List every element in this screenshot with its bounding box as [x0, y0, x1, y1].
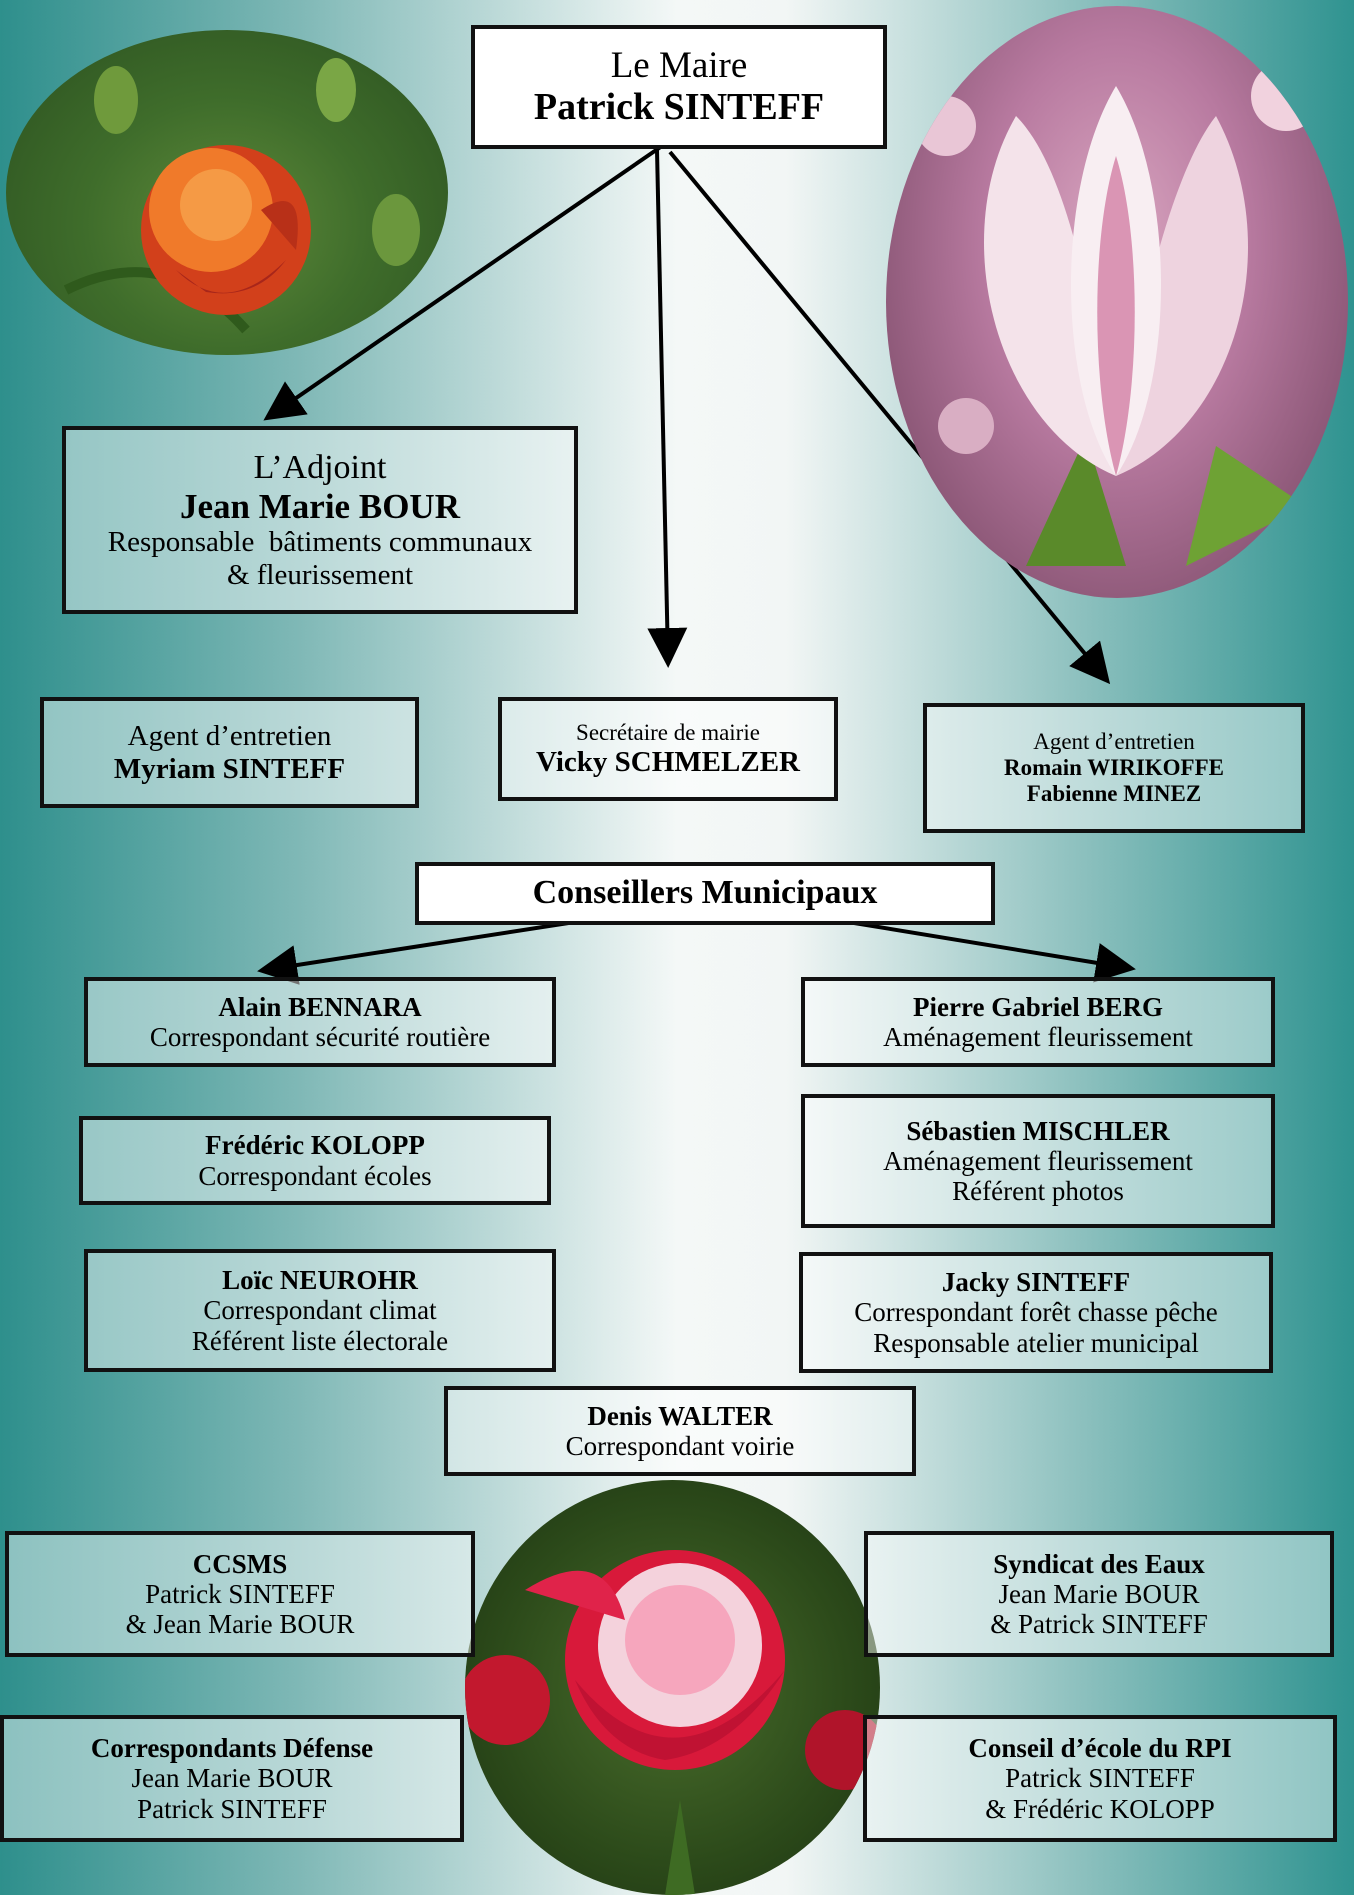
- delegation-defense-title: Correspondants Défense: [90, 1733, 374, 1764]
- red-rose-icon: [465, 1550, 880, 1895]
- councillor-neurohr-role-2: Référent liste électorale: [191, 1325, 449, 1356]
- councillor-kolopp-box: Frédéric KOLOPP Correspondant écoles: [79, 1116, 551, 1205]
- mayor-box: Le Maire Patrick SINTEFF: [471, 25, 887, 149]
- arrow-council-to-left: [257, 918, 589, 985]
- delegation-defense-line-1: Jean Marie BOUR: [131, 1763, 333, 1794]
- delegation-defense-box: Correspondants Défense Jean Marie BOUR P…: [0, 1715, 464, 1842]
- deputy-box: L’Adjoint Jean Marie BOUR Responsable bâ…: [62, 426, 578, 614]
- councillor-jacky-role-1: Correspondant forêt chasse pêche: [854, 1297, 1218, 1328]
- red-rose-photo: [465, 1480, 880, 1895]
- arrow-council-to-right: [847, 920, 1136, 983]
- mayor-name: Patrick SINTEFF: [533, 86, 825, 129]
- delegation-eaux-title: Syndicat des Eaux: [993, 1548, 1205, 1579]
- agent-right-name-2: Fabienne MINEZ: [1026, 780, 1202, 806]
- delegation-ccsms-line-2: & Jean Marie BOUR: [125, 1609, 355, 1640]
- agent-left-name: Myriam SINTEFF: [113, 752, 346, 785]
- councillor-bennara-box: Alain BENNARA Correspondant sécurité rou…: [84, 977, 556, 1067]
- delegation-defense-line-2: Patrick SINTEFF: [137, 1793, 327, 1824]
- agent-left-box: Agent d’entretien Myriam SINTEFF: [40, 697, 419, 808]
- councillor-kolopp-name: Frédéric KOLOPP: [205, 1130, 425, 1161]
- delegation-rpi-line-2: & Frédéric KOLOPP: [985, 1793, 1215, 1824]
- delegation-ccsms-box: CCSMS Patrick SINTEFF & Jean Marie BOUR: [5, 1531, 475, 1657]
- councillor-bennara-role: Correspondant sécurité routière: [149, 1022, 491, 1052]
- delegation-ccsms-line-1: Patrick SINTEFF: [145, 1578, 335, 1609]
- councillor-walter-name: Denis WALTER: [587, 1400, 773, 1431]
- councillor-jacky-box: Jacky SINTEFF Correspondant forêt chasse…: [799, 1252, 1273, 1373]
- deputy-role-2: & fleurissement: [226, 558, 414, 591]
- councillor-berg-name: Pierre Gabriel BERG: [913, 991, 1163, 1022]
- magnolia-photo: [886, 6, 1348, 598]
- agent-right-name-1: Romain WIRIKOFFE: [1003, 755, 1225, 781]
- agent-right-title: Agent d’entretien: [1033, 729, 1195, 755]
- councillor-bennara-name: Alain BENNARA: [218, 991, 422, 1022]
- councillor-berg-role: Aménagement fleurissement: [883, 1022, 1193, 1052]
- delegation-rpi-title: Conseil d’école du RPI: [968, 1733, 1232, 1764]
- councillor-berg-box: Pierre Gabriel BERG Aménagement fleuriss…: [801, 977, 1275, 1067]
- delegation-eaux-line-1: Jean Marie BOUR: [998, 1578, 1200, 1609]
- councillor-neurohr-box: Loïc NEUROHR Correspondant climat Référe…: [84, 1249, 556, 1372]
- councillor-walter-box: Denis WALTER Correspondant voirie: [444, 1386, 916, 1476]
- councillor-neurohr-role-1: Correspondant climat: [203, 1295, 437, 1326]
- delegation-rpi-line-1: Patrick SINTEFF: [1005, 1763, 1195, 1794]
- councillor-jacky-name: Jacky SINTEFF: [941, 1267, 1131, 1298]
- delegation-rpi-box: Conseil d’école du RPI Patrick SINTEFF &…: [863, 1715, 1337, 1842]
- magnolia-icon: [916, 61, 1321, 566]
- secretary-box: Secrétaire de mairie Vicky SCHMELZER: [498, 697, 838, 801]
- agent-right-box: Agent d’entretien Romain WIRIKOFFE Fabie…: [923, 703, 1305, 833]
- councillor-mischler-name: Sébastien MISCHLER: [906, 1115, 1170, 1146]
- councillor-mischler-role-1: Aménagement fleurissement: [883, 1145, 1193, 1176]
- delegation-eaux-line-2: & Patrick SINTEFF: [990, 1609, 1208, 1640]
- council-title-box: Conseillers Municipaux: [415, 862, 995, 925]
- deputy-name: Jean Marie BOUR: [180, 486, 460, 526]
- deputy-title: L’Adjoint: [253, 448, 387, 486]
- agent-left-title: Agent d’entretien: [127, 720, 332, 753]
- arrow-mayor-to-secretary: [647, 149, 688, 668]
- mayor-title: Le Maire: [610, 45, 748, 86]
- orange-rose-icon: [63, 58, 420, 334]
- council-title: Conseillers Municipaux: [532, 874, 878, 912]
- delegation-eaux-box: Syndicat des Eaux Jean Marie BOUR & Patr…: [864, 1531, 1334, 1657]
- councillor-mischler-box: Sébastien MISCHLER Aménagement fleurisse…: [801, 1094, 1275, 1228]
- orange-rose-photo: [6, 30, 448, 355]
- delegation-ccsms-title: CCSMS: [192, 1548, 288, 1579]
- secretary-title: Secrétaire de mairie: [576, 719, 760, 745]
- councillor-jacky-role-2: Responsable atelier municipal: [873, 1327, 1199, 1358]
- councillor-mischler-role-2: Référent photos: [952, 1176, 1124, 1207]
- councillor-kolopp-role: Correspondant écoles: [198, 1160, 432, 1191]
- secretary-name: Vicky SCHMELZER: [536, 745, 800, 778]
- deputy-role-1: Responsable bâtiments communaux: [107, 526, 533, 559]
- councillor-neurohr-name: Loïc NEUROHR: [222, 1265, 418, 1296]
- councillor-walter-role: Correspondant voirie: [565, 1431, 795, 1461]
